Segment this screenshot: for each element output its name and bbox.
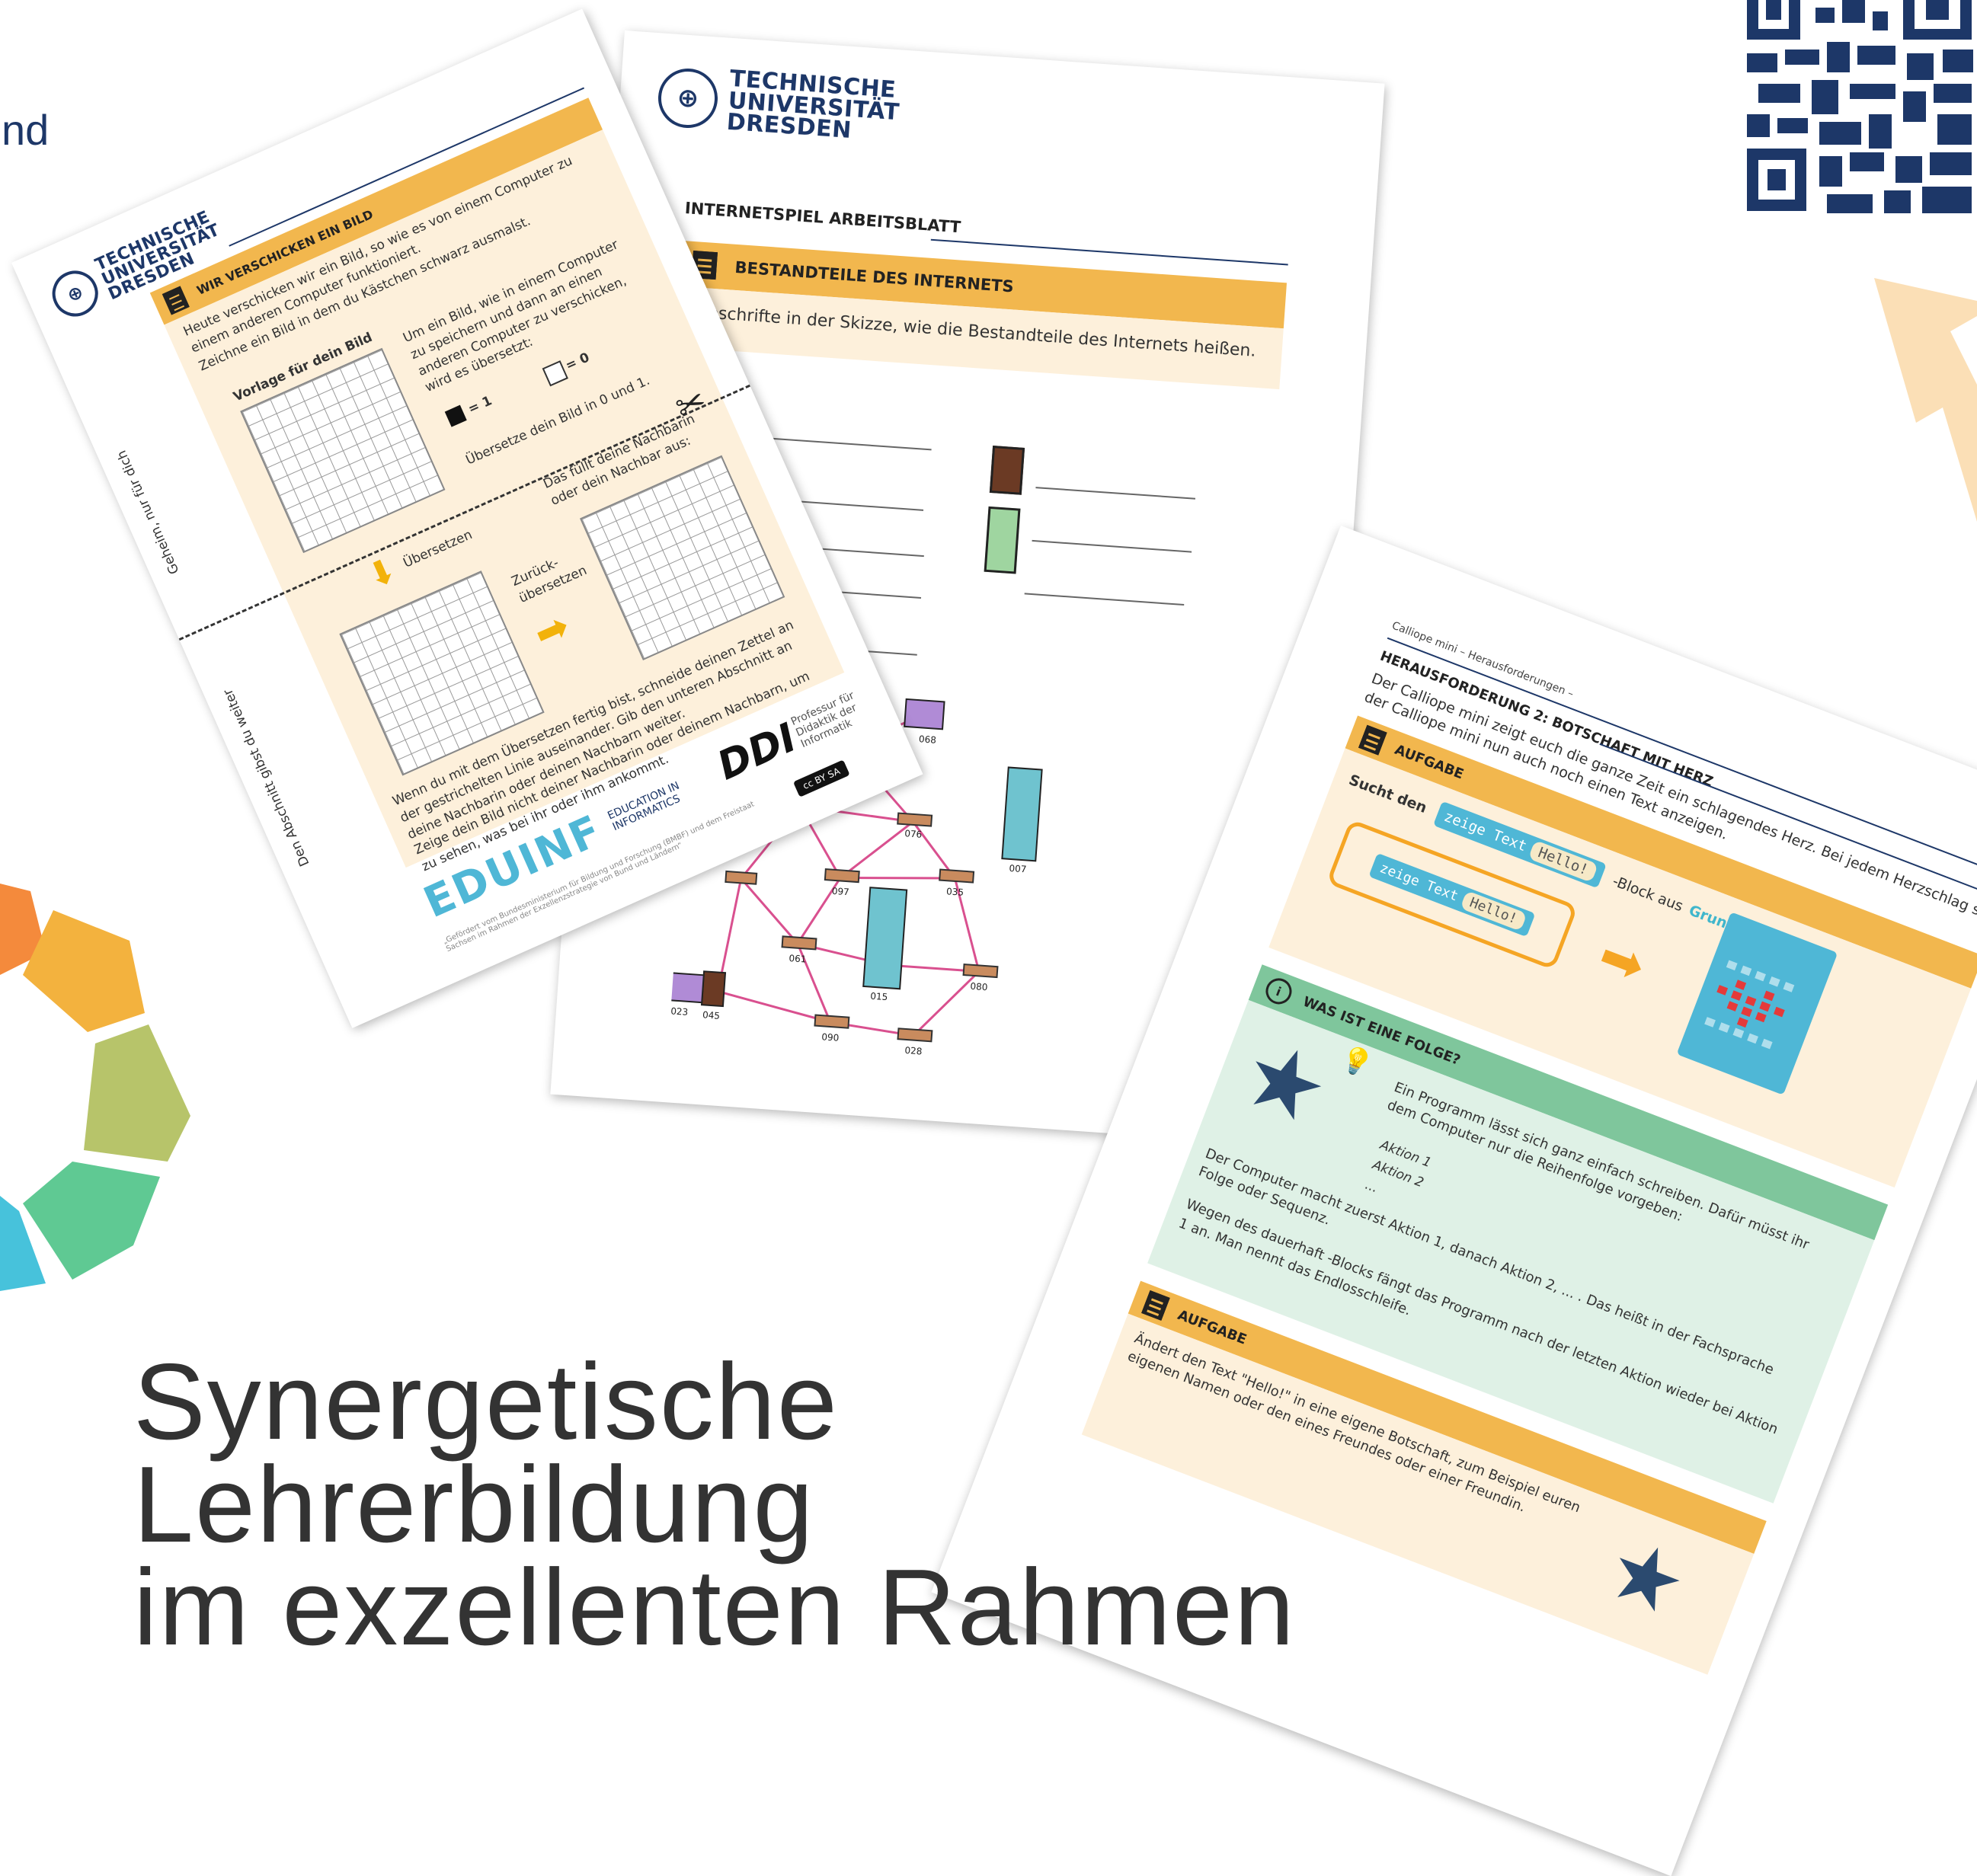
blob-segment-cyan [0, 1196, 46, 1291]
node-label: 007 [1009, 863, 1027, 875]
node-label: 023 [670, 1005, 689, 1018]
block-value: Hello! [1460, 890, 1528, 932]
side-label-secret: Geheim, nur für dich [114, 448, 183, 577]
info-icon: i [1262, 974, 1296, 1008]
node-label: 090 [821, 1031, 840, 1043]
node-label: 080 [970, 981, 988, 993]
computer-icon [904, 698, 945, 730]
label-line [1032, 539, 1192, 553]
label-line [1024, 593, 1185, 606]
node-label: 035 [946, 886, 965, 898]
server-icon [1001, 766, 1043, 862]
worksheet-calliope: Calliope mini – Herausforderungen – HERA… [931, 526, 1977, 1876]
blob-segment-green [23, 1162, 160, 1280]
node-label: 061 [789, 953, 807, 965]
server-icon [984, 506, 1021, 574]
arrow-up-icon [1874, 278, 1977, 522]
node-label: 028 [904, 1045, 923, 1057]
node-label: 097 [831, 886, 849, 898]
computer-icon [667, 971, 705, 1004]
code-blocks-preview [1676, 912, 1838, 1095]
title-line-1: Synergetische [133, 1341, 839, 1462]
document-icon [162, 286, 190, 315]
blob-segment-yellow [23, 910, 145, 1032]
blob-segment-olive [84, 1024, 190, 1162]
node-label: 076 [904, 828, 923, 840]
document-icon [1141, 1290, 1170, 1321]
tud-emblem-icon: ⊕ [45, 264, 106, 324]
node-label: 068 [919, 733, 937, 746]
node-label: 045 [702, 1009, 721, 1021]
led-heart-icon [1704, 960, 1795, 1050]
sheet-heading: INTERNETSPIEL ARBEITSBLATT [684, 199, 961, 237]
block-label: zeige Text [1377, 859, 1460, 905]
qr-code [1743, 0, 1977, 216]
section-title: BESTANDTEILE DES INTERNETS [734, 257, 1015, 296]
decorative-hexagon-ring [0, 884, 190, 1291]
door-icon [700, 970, 727, 1008]
header-text-fragment: nd [2, 106, 50, 154]
node-label: 015 [870, 991, 888, 1003]
cc-license-badge: cc BY SA [792, 759, 850, 797]
title-line-2: Lehrerbildung [133, 1444, 815, 1565]
title-line-3: im exzellenten Rahmen [133, 1547, 1296, 1668]
tud-logo: ⊕ TECHNISCHE UNIVERSITÄT DRESDEN [656, 63, 901, 145]
document-icon [1358, 724, 1387, 756]
side-label-pass: Den Abschnitt gibst du weiter [220, 686, 313, 869]
tud-emblem-icon: ⊕ [656, 66, 720, 130]
server-icon [862, 887, 908, 990]
door-icon [989, 446, 1025, 495]
label-line [1035, 487, 1196, 500]
